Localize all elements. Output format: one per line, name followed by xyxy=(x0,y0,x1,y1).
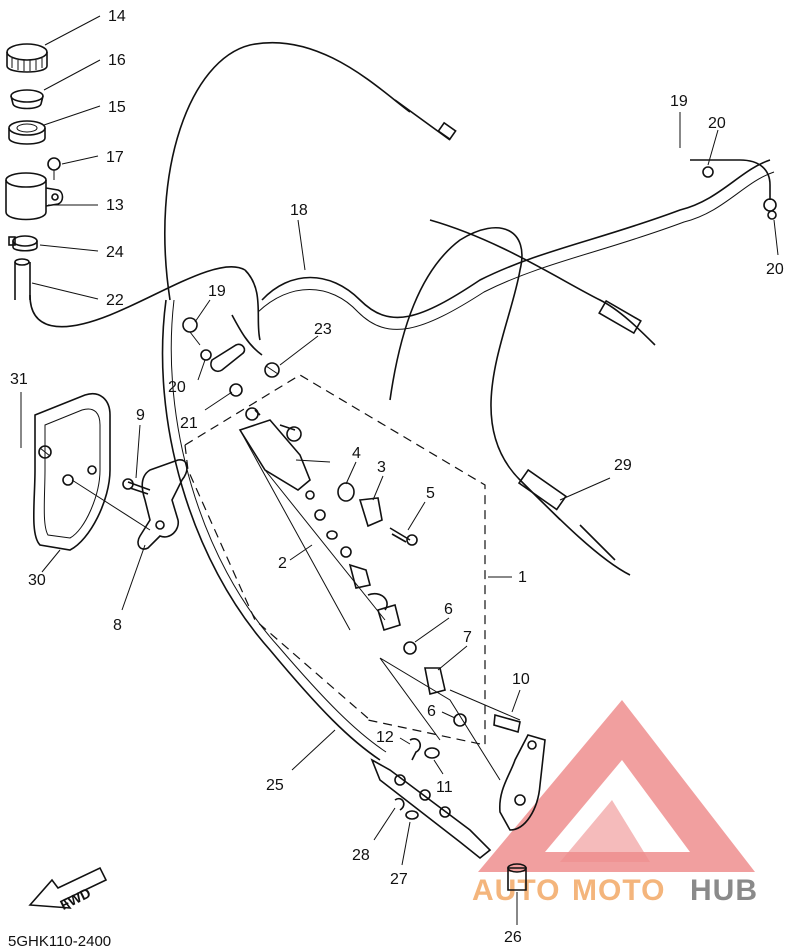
callout-16: 16 xyxy=(108,52,126,69)
cover-bolt xyxy=(38,445,52,459)
bracket xyxy=(137,459,188,550)
callout-25: 25 xyxy=(266,777,284,794)
banjo-washer xyxy=(229,383,243,397)
callout-5: 5 xyxy=(426,485,435,502)
callout-15: 15 xyxy=(108,99,126,116)
guard-cover xyxy=(32,393,111,551)
hose-clamp xyxy=(8,235,38,252)
callout-26: 26 xyxy=(504,929,522,946)
callout-12: 12 xyxy=(376,729,394,746)
callout-19: 19 xyxy=(208,283,226,300)
callout-11: 11 xyxy=(436,779,453,796)
reservoir-cap xyxy=(6,43,48,73)
callout-19-right: 19 xyxy=(670,93,688,110)
watermark-logo xyxy=(478,700,755,872)
reservoir-hose xyxy=(14,258,31,300)
bracket-bolt xyxy=(122,478,151,495)
callout-23: 23 xyxy=(314,321,332,338)
clip-28 xyxy=(394,797,405,811)
callout-6-upper: 6 xyxy=(444,601,453,618)
callout-28: 28 xyxy=(352,847,370,864)
callout-3: 3 xyxy=(377,459,386,476)
banjo-bolt-upper xyxy=(182,317,246,373)
piston-kit-parts xyxy=(305,490,401,632)
hoses-and-cables xyxy=(29,42,777,761)
cover-link-line xyxy=(71,479,151,531)
hose-clip-23 xyxy=(264,362,280,378)
fwd-arrow-icon xyxy=(28,866,108,909)
callout-7: 7 xyxy=(463,629,472,646)
washer-27 xyxy=(405,810,419,820)
callout-17: 17 xyxy=(106,149,124,166)
joint-screw xyxy=(389,527,418,546)
callout-10: 10 xyxy=(512,671,530,688)
rod-end xyxy=(370,758,492,860)
callout-18: 18 xyxy=(290,202,308,219)
o-ring xyxy=(337,482,355,502)
callout-4: 4 xyxy=(352,445,361,462)
cylinder-body xyxy=(238,407,386,631)
callout-2: 2 xyxy=(278,555,287,572)
brake-lever-arm xyxy=(499,734,546,831)
callout-27: 27 xyxy=(390,871,408,888)
callout-1: 1 xyxy=(518,569,527,586)
callout-29: 29 xyxy=(614,457,632,474)
callout-30: 30 xyxy=(28,572,46,589)
cotter-pin xyxy=(409,738,422,761)
callout-13: 13 xyxy=(106,197,124,214)
callout-8: 8 xyxy=(113,617,122,634)
callout-24: 24 xyxy=(106,244,124,261)
master-cylinder-box xyxy=(184,374,486,746)
reservoir-screw xyxy=(47,157,61,180)
pivot-bolt xyxy=(493,713,521,734)
reservoir-joint xyxy=(358,497,383,528)
washer-11 xyxy=(424,747,440,759)
pin-26 xyxy=(507,863,527,891)
watermark-text-moto: MOTO xyxy=(572,874,665,907)
callout-22: 22 xyxy=(106,292,124,309)
callout-31: 31 xyxy=(10,371,28,388)
callout-20-right: 20 xyxy=(708,115,726,132)
diaphragm xyxy=(8,120,46,145)
callout-21: 21 xyxy=(180,415,198,432)
watermark-text-hub: HUB xyxy=(690,874,758,907)
callout-20: 20 xyxy=(168,379,186,396)
callout-14: 14 xyxy=(108,8,126,25)
push-rod-group xyxy=(379,641,521,781)
callout-20-lower-right: 20 xyxy=(766,261,784,278)
cap-plate xyxy=(10,89,44,110)
callout-9: 9 xyxy=(136,407,145,424)
fwd-label: FWD xyxy=(57,885,93,913)
reservoir-tank xyxy=(5,172,64,221)
diagram-code: 5GHK110-2400 xyxy=(8,933,111,950)
callout-6-lower: 6 xyxy=(427,703,436,720)
leader-lines xyxy=(20,15,779,925)
